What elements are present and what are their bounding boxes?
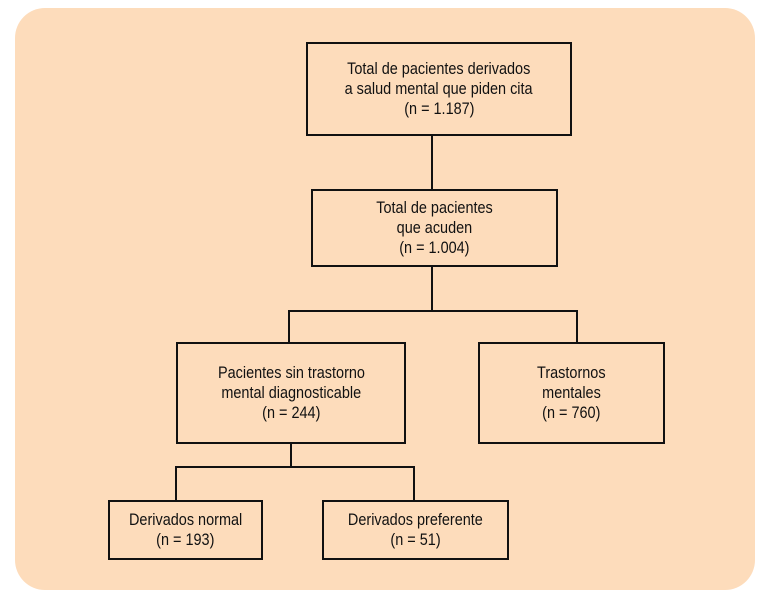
node-count: (n = 51) [390, 530, 441, 549]
connector [290, 444, 292, 468]
node-count: (n = 193) [156, 530, 215, 549]
node-count: (n = 1.187) [403, 99, 475, 118]
node-total-derived: Total de pacientes derivados a salud men… [306, 42, 572, 136]
node-count: (n = 244) [261, 403, 321, 422]
node-text: Total de pacientes [376, 198, 493, 217]
node-text: Total de pacientes derivados [347, 59, 531, 78]
node-text: que acuden [396, 218, 473, 237]
connector [431, 136, 433, 189]
node-text: mentales [542, 383, 601, 402]
connector [288, 310, 578, 312]
node-text: Pacientes sin trastorno [217, 363, 365, 382]
node-text: Derivados normal [128, 510, 243, 529]
connector [288, 310, 290, 342]
connector [175, 466, 177, 500]
node-text: mental diagnosticable [221, 383, 361, 402]
node-disorders: Trastornos mentales (n = 760) [478, 342, 665, 444]
node-total-attend: Total de pacientes que acuden (n = 1.004… [311, 189, 558, 267]
connector [175, 466, 415, 468]
connector [576, 310, 578, 342]
connector [431, 267, 433, 312]
node-text: a salud mental que piden cita [345, 79, 533, 98]
node-derived-normal: Derivados normal (n = 193) [108, 500, 263, 560]
node-count: (n = 760) [542, 403, 601, 422]
connector [413, 466, 415, 500]
node-no-disorder: Pacientes sin trastorno mental diagnosti… [176, 342, 406, 444]
node-count: (n = 1.004) [399, 238, 470, 257]
node-text: Trastornos [537, 363, 606, 382]
node-text: Derivados preferente [348, 510, 483, 529]
node-derived-preferente: Derivados preferente (n = 51) [322, 500, 509, 560]
diagram-background [15, 8, 755, 590]
